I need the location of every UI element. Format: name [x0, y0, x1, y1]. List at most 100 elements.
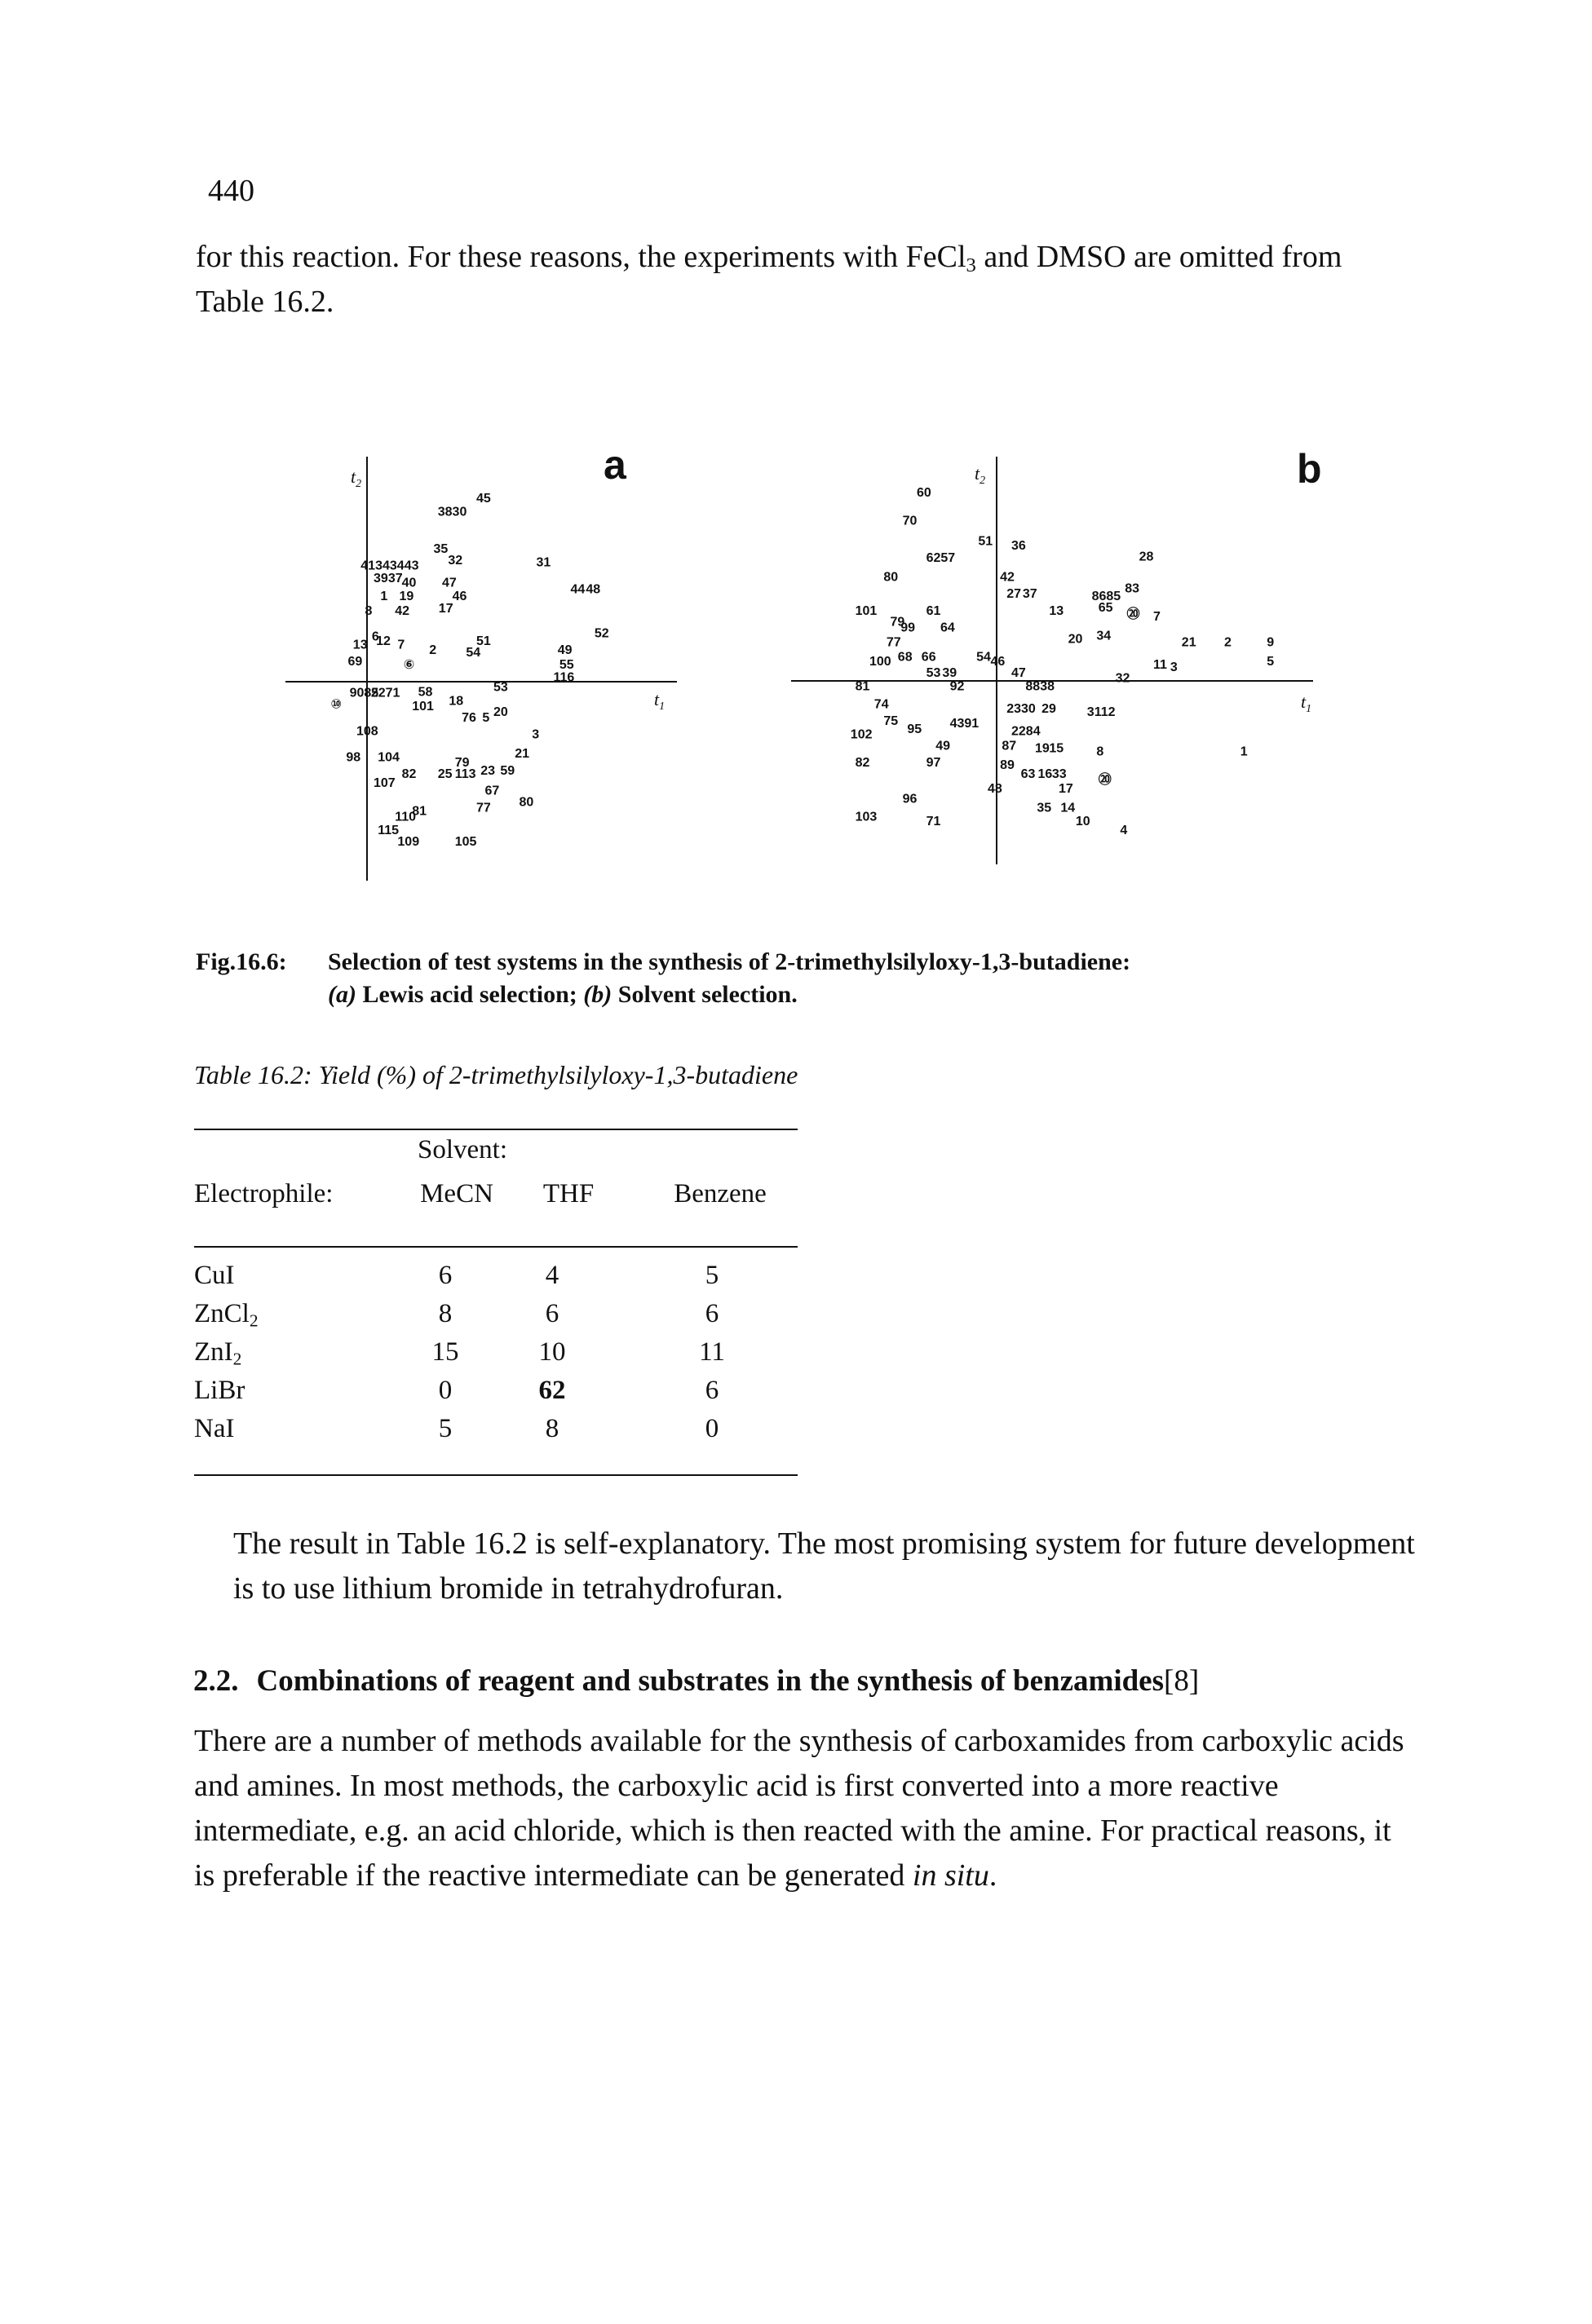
- table-cell: 10: [538, 1337, 566, 1367]
- scatter-point-label: 53: [493, 681, 508, 695]
- scatter-point-label: 42: [1000, 571, 1015, 585]
- axis-label-t2-a: t2: [351, 466, 361, 490]
- scatter-point-label: 27: [1006, 587, 1021, 601]
- table-row-label: NaI: [194, 1414, 235, 1443]
- table-title: Table 16.2: Yield (%) of 2-trimethylsily…: [194, 1060, 798, 1089]
- scatter-point-label: 46: [453, 590, 467, 603]
- table-cell-highlight: 62: [538, 1376, 566, 1405]
- scatter-point-label: 6257: [926, 551, 956, 565]
- scatter-point-label: 49: [558, 643, 573, 657]
- scatter-point-label: 8685: [1092, 590, 1121, 603]
- scatter-point-label: 2: [429, 643, 436, 657]
- scatter-point-label: 29: [1041, 702, 1056, 716]
- scatter-point-label: 51: [476, 634, 491, 648]
- scatter-point-label: 79: [891, 616, 905, 630]
- scatter-point-label: 20: [493, 705, 508, 719]
- scatter-point-label: 82: [856, 756, 870, 770]
- scatter-point-label: 99: [900, 621, 915, 635]
- column-header-benzene: Benzene: [674, 1179, 767, 1208]
- intro-paragraph: for this reaction. For these reasons, th…: [196, 235, 1411, 325]
- scatter-point-label: 83: [1125, 581, 1139, 595]
- scatter-point-label: 80: [883, 571, 898, 585]
- scatter-point-label: 100: [869, 655, 891, 669]
- scatter-point-label: 92: [950, 679, 965, 693]
- scatter-point-label: 104: [378, 750, 400, 764]
- scatter-point-label: 81: [856, 679, 870, 693]
- scatter-point-label: 52: [595, 627, 609, 641]
- scatter-point-label: 8: [1096, 744, 1103, 758]
- scatter-point-label: 21: [1182, 636, 1196, 650]
- table-cell: 6: [438, 1261, 453, 1290]
- scatter-point-label: 55: [559, 658, 574, 672]
- scatter-point-label: 54: [466, 646, 480, 660]
- scatter-point-label: 87: [1002, 740, 1016, 753]
- table-cell: 8: [545, 1414, 559, 1443]
- scatter-point-label: 63: [1021, 767, 1036, 781]
- scatter-point-label: 98: [346, 750, 360, 764]
- scatter-point-label: 65: [1099, 601, 1113, 615]
- table-cell: 15: [431, 1337, 459, 1367]
- scatter-point-label: 53: [926, 666, 941, 680]
- scatter-point-label: 101: [412, 700, 434, 714]
- scatter-point-label: 20: [1068, 632, 1083, 646]
- section-title: Combinations of reagent and substrates i…: [256, 1664, 1165, 1698]
- scatter-point-label: 36: [1011, 539, 1026, 553]
- scatter-point-label: 49: [935, 740, 950, 753]
- scatter-point-label: 11: [1153, 658, 1167, 672]
- scatter-point-label: 343443: [375, 559, 418, 573]
- scatter-point-label: 95: [907, 722, 922, 736]
- caption-subtext: (a) Lewis acid selection; (b) Solvent se…: [328, 981, 798, 1008]
- scatter-point-label: 5: [1267, 655, 1274, 669]
- scatter-point-label: 67: [485, 784, 500, 798]
- panel-a-letter: a: [604, 442, 626, 488]
- scatter-point-label: 3112: [1087, 705, 1116, 719]
- scatter-point-label: 64: [940, 621, 955, 635]
- table-rule-bottom: [194, 1474, 798, 1476]
- result-paragraph: The result in Table 16.2 is self-explana…: [233, 1527, 1415, 1606]
- scatter-point-label: 48: [988, 782, 1002, 796]
- scatter-point-label: 82: [402, 767, 417, 781]
- scatter-point-label: 102: [851, 728, 873, 742]
- scatter-point-label: 19: [400, 590, 414, 603]
- table-cell: 11: [699, 1337, 725, 1367]
- scatter-point-label: ⑩: [331, 697, 343, 711]
- axis-label-t2-b: t2: [975, 463, 985, 487]
- scatter-point-label: 47: [442, 576, 457, 590]
- scatter-point-label: 25: [438, 767, 453, 781]
- scatter-point-label: ⑥: [404, 658, 415, 672]
- scatter-point-label: 97: [926, 756, 941, 770]
- scatter-point-label: 23: [480, 764, 495, 778]
- column-header-mecn: MeCN: [420, 1179, 493, 1208]
- scatter-point-label: 34: [1096, 629, 1111, 643]
- table-cell: 6: [545, 1299, 559, 1328]
- scatter-point-label: 39: [942, 666, 957, 680]
- panel-b-letter: b: [1297, 446, 1322, 492]
- scatter-point-label: 14: [1060, 801, 1075, 815]
- scatter-point-label: 105: [455, 835, 477, 849]
- scatter-point-label: 44: [571, 583, 586, 597]
- method-paragraph: There are a number of methods available …: [194, 1724, 1404, 1893]
- scatter-point-label: 71: [926, 815, 941, 828]
- scatter-point-label: 10: [1076, 815, 1090, 828]
- table-cell: 8: [438, 1299, 453, 1328]
- scatter-point-label: 54: [976, 650, 991, 664]
- axis-label-t1-b: t1: [1301, 691, 1311, 715]
- page-number: 440: [208, 174, 254, 208]
- scatter-point-label: 41: [360, 559, 375, 573]
- scatter-point-label: 45: [476, 492, 491, 506]
- table-cell: 0: [438, 1376, 453, 1405]
- caption-text: Selection of test systems in the synthes…: [328, 948, 1131, 975]
- scatter-point-label: 81: [412, 805, 427, 819]
- table-cell: 5: [705, 1261, 719, 1290]
- solvent-header: Solvent:: [418, 1135, 508, 1164]
- scatter-point-label: 108: [356, 725, 378, 739]
- section-heading: 2.2.Combinations of reagent and substrat…: [193, 1663, 1199, 1699]
- scatter-point-label: 35: [1037, 801, 1051, 815]
- scatter-point-label: 96: [903, 792, 918, 806]
- scatter-point-label: 70: [903, 515, 918, 528]
- scatter-point-label: 4: [1120, 824, 1127, 837]
- scatter-point-label: 74: [874, 697, 889, 711]
- scatter-point-label: 69: [348, 655, 363, 669]
